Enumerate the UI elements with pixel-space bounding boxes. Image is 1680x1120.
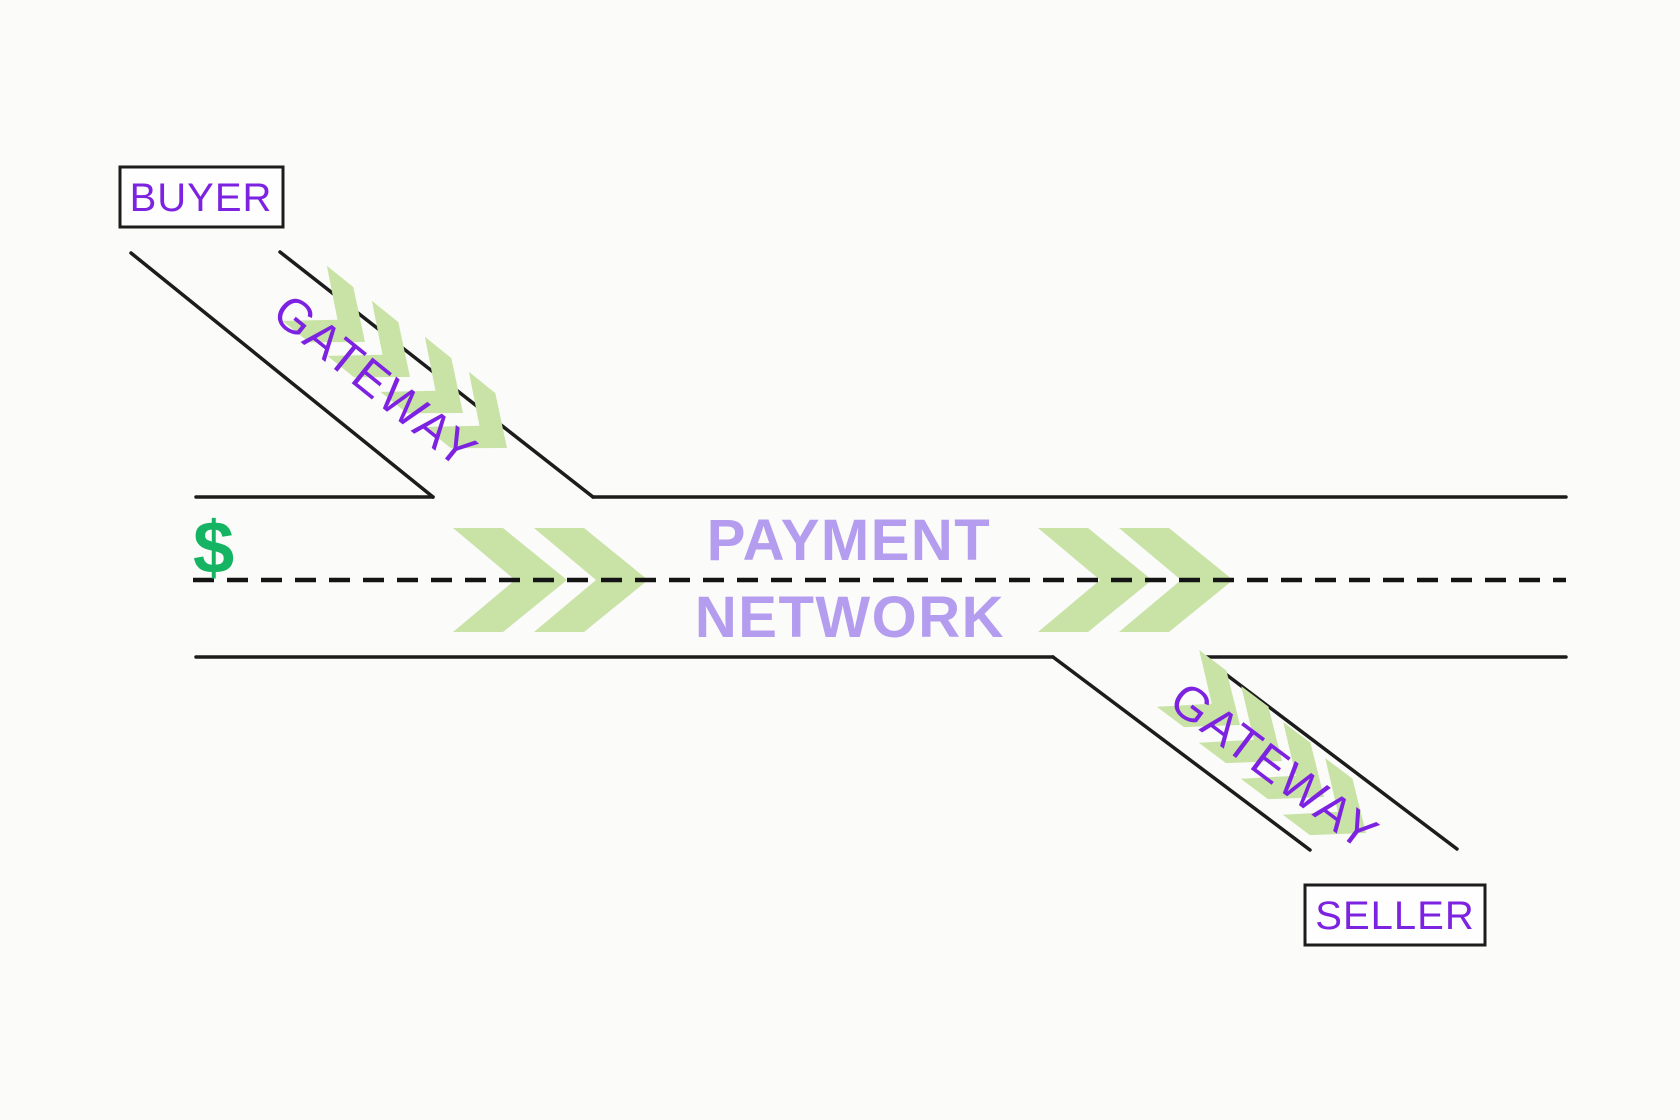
payment-network-label: PAYMENT NETWORK [695, 508, 1005, 650]
buyer-box [118, 165, 285, 229]
payment-network-line2: NETWORK [695, 585, 1005, 650]
currency-symbol: $ [193, 506, 234, 589]
buyer-node: BUYER [118, 165, 285, 229]
seller-offramp-left-edge [1051, 655, 1312, 852]
seller-offramp-right-edge [1201, 655, 1459, 851]
seller-node: SELLER [1303, 883, 1487, 947]
payment-network-line1: PAYMENT [707, 508, 991, 573]
seller-label: SELLER [1315, 894, 1474, 938]
buyer-label: BUYER [130, 176, 273, 220]
buyer-onramp-left-edge [129, 251, 435, 499]
seller-box [1303, 883, 1487, 947]
